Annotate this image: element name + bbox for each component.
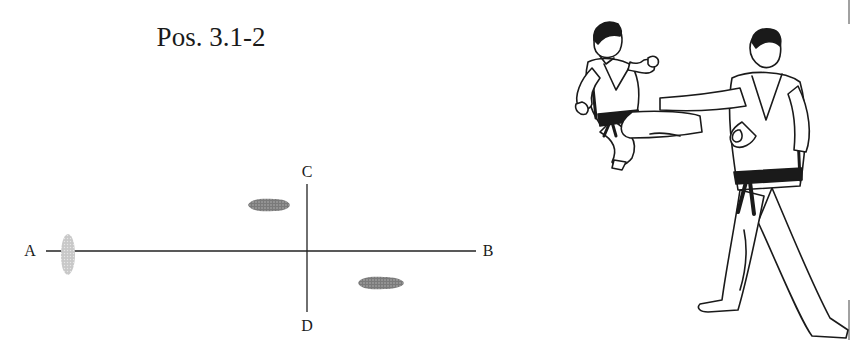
point-label: C	[302, 164, 313, 180]
axis-line-ab	[46, 250, 476, 251]
border-mark	[849, 300, 850, 340]
footprint	[358, 277, 404, 290]
standing-fighter	[660, 29, 848, 338]
border-mark	[849, 0, 850, 24]
footprint	[248, 199, 290, 212]
point-label: A	[24, 243, 36, 259]
point-label: D	[301, 318, 313, 334]
point-label: B	[483, 243, 494, 259]
axis-line-cd	[306, 184, 307, 312]
figure-title: Pos. 3.1-2	[157, 24, 266, 51]
footprint	[61, 234, 75, 275]
